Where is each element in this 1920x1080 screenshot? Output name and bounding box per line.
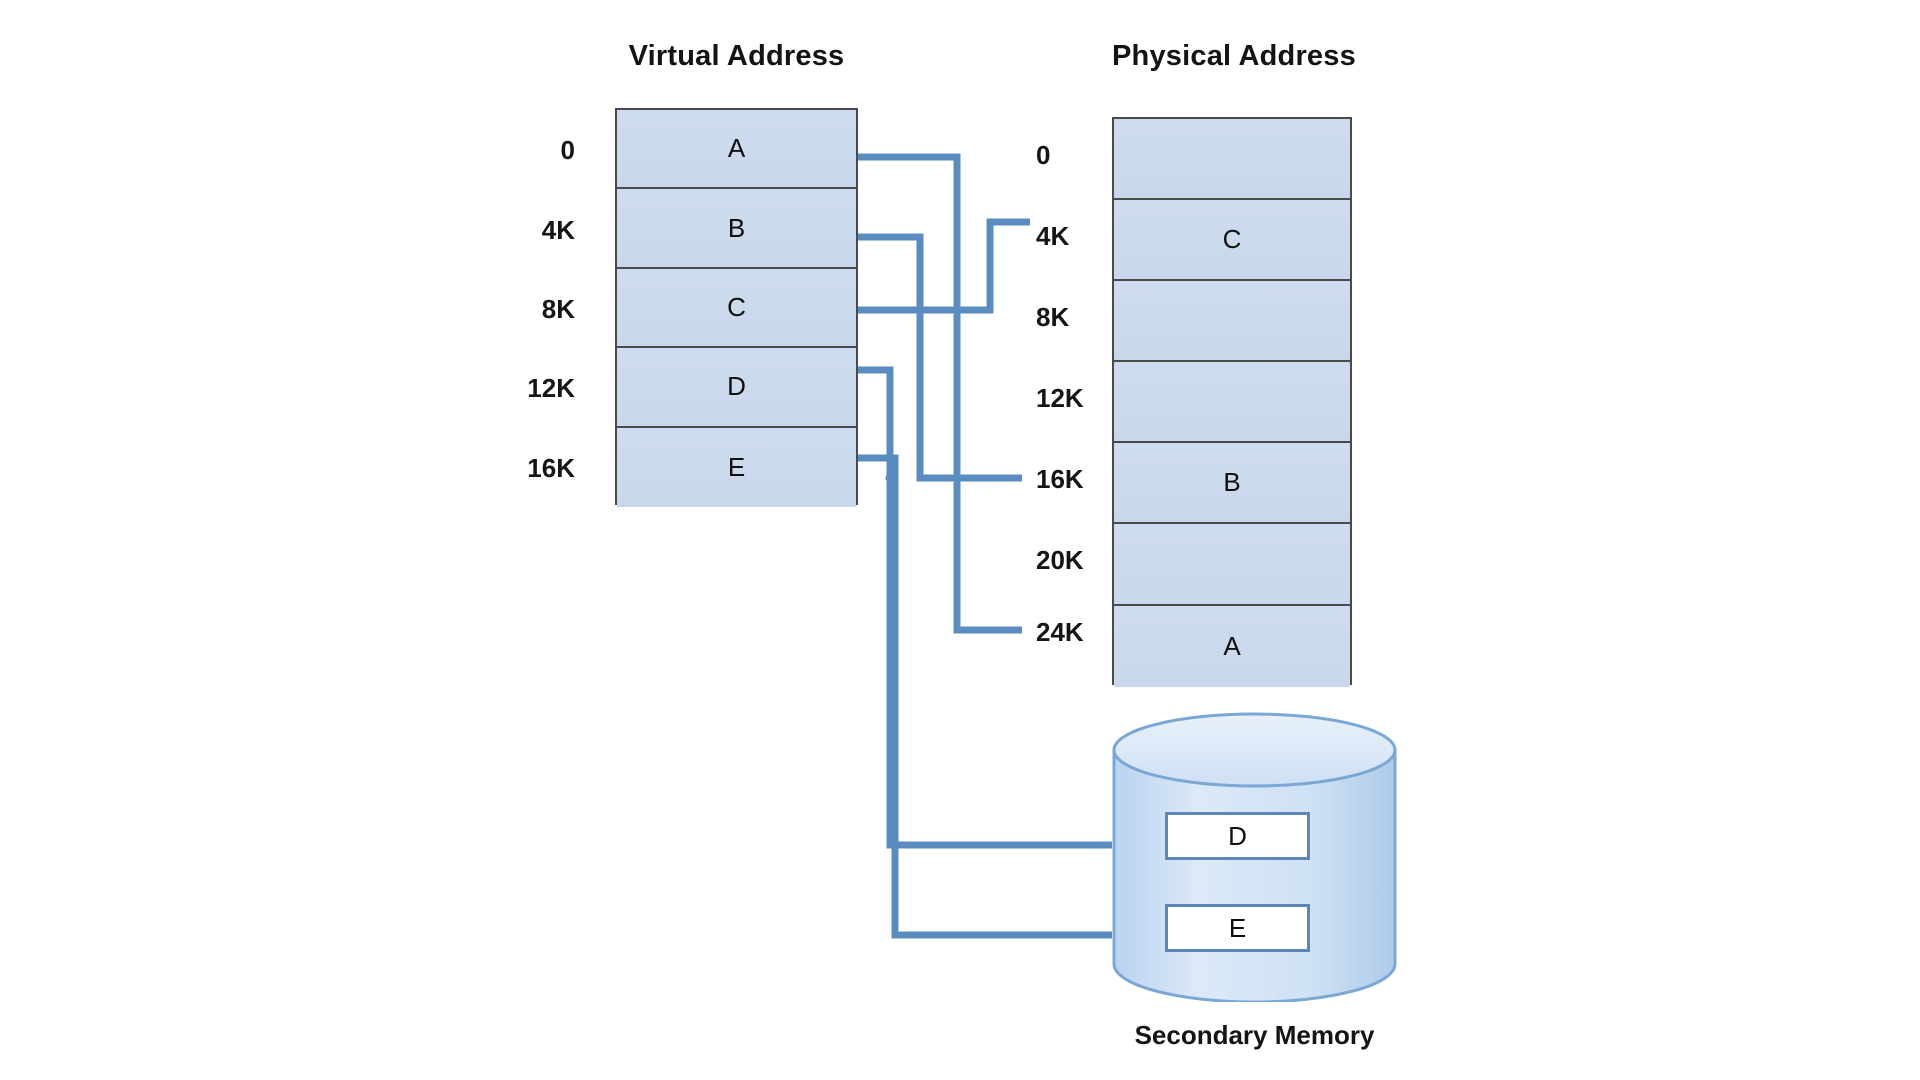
physical-frame-cell-16k: B <box>1114 443 1350 525</box>
physical-frame-cell-4k: C <box>1114 200 1350 282</box>
virtual-address-label-8k: 8K <box>541 294 575 324</box>
connector-b-to-16k <box>858 233 1022 482</box>
physical-frame-cell-24k: A <box>1114 605 1350 687</box>
physical-address-label-8k: 8K <box>1036 302 1070 332</box>
connector-a-to-24k <box>858 153 1022 634</box>
physical-address-label-16k: 16K <box>1036 464 1084 494</box>
physical-address-table: C B A <box>1112 117 1352 687</box>
physical-address-label-24k: 24K <box>1036 617 1084 647</box>
physical-frame-cell-0 <box>1114 119 1350 201</box>
virtual-page-cell-d: D <box>617 348 856 428</box>
virtual-page-cell-b: B <box>617 189 856 269</box>
wire-junctions <box>885 305 962 483</box>
secondary-memory-slot-d: D <box>1165 812 1310 860</box>
physical-frame-cell-12k <box>1114 362 1350 444</box>
secondary-memory-slot-e: E <box>1165 904 1310 952</box>
virtual-address-label-12k: 12K <box>527 373 575 403</box>
virtual-address-label-16k: 16K <box>527 453 575 483</box>
physical-address-title: Physical Address <box>1112 40 1356 72</box>
virtual-page-cell-c: C <box>617 268 856 349</box>
virtual-address-title: Virtual Address <box>628 40 845 72</box>
virtual-address-label-0: 0 <box>560 135 575 165</box>
secondary-memory-label: Secondary Memory <box>1134 1020 1375 1050</box>
physical-address-label-12k: 12K <box>1036 383 1084 413</box>
connector-e-to-disk <box>858 454 1112 939</box>
virtual-page-cell-e: E <box>617 427 856 507</box>
virtual-address-table: A B C D E <box>615 108 858 507</box>
virtual-address-label-4k: 4K <box>541 215 575 245</box>
physical-frame-cell-8k <box>1114 281 1350 363</box>
physical-address-label-0: 0 <box>1036 140 1051 170</box>
physical-address-label-20k: 20K <box>1036 545 1084 575</box>
physical-address-label-4k: 4K <box>1036 221 1070 251</box>
physical-frame-cell-20k <box>1114 524 1350 606</box>
connector-c-to-4k <box>858 218 1030 314</box>
virtual-page-cell-a: A <box>617 110 856 190</box>
connector-d-to-disk <box>858 366 1112 849</box>
